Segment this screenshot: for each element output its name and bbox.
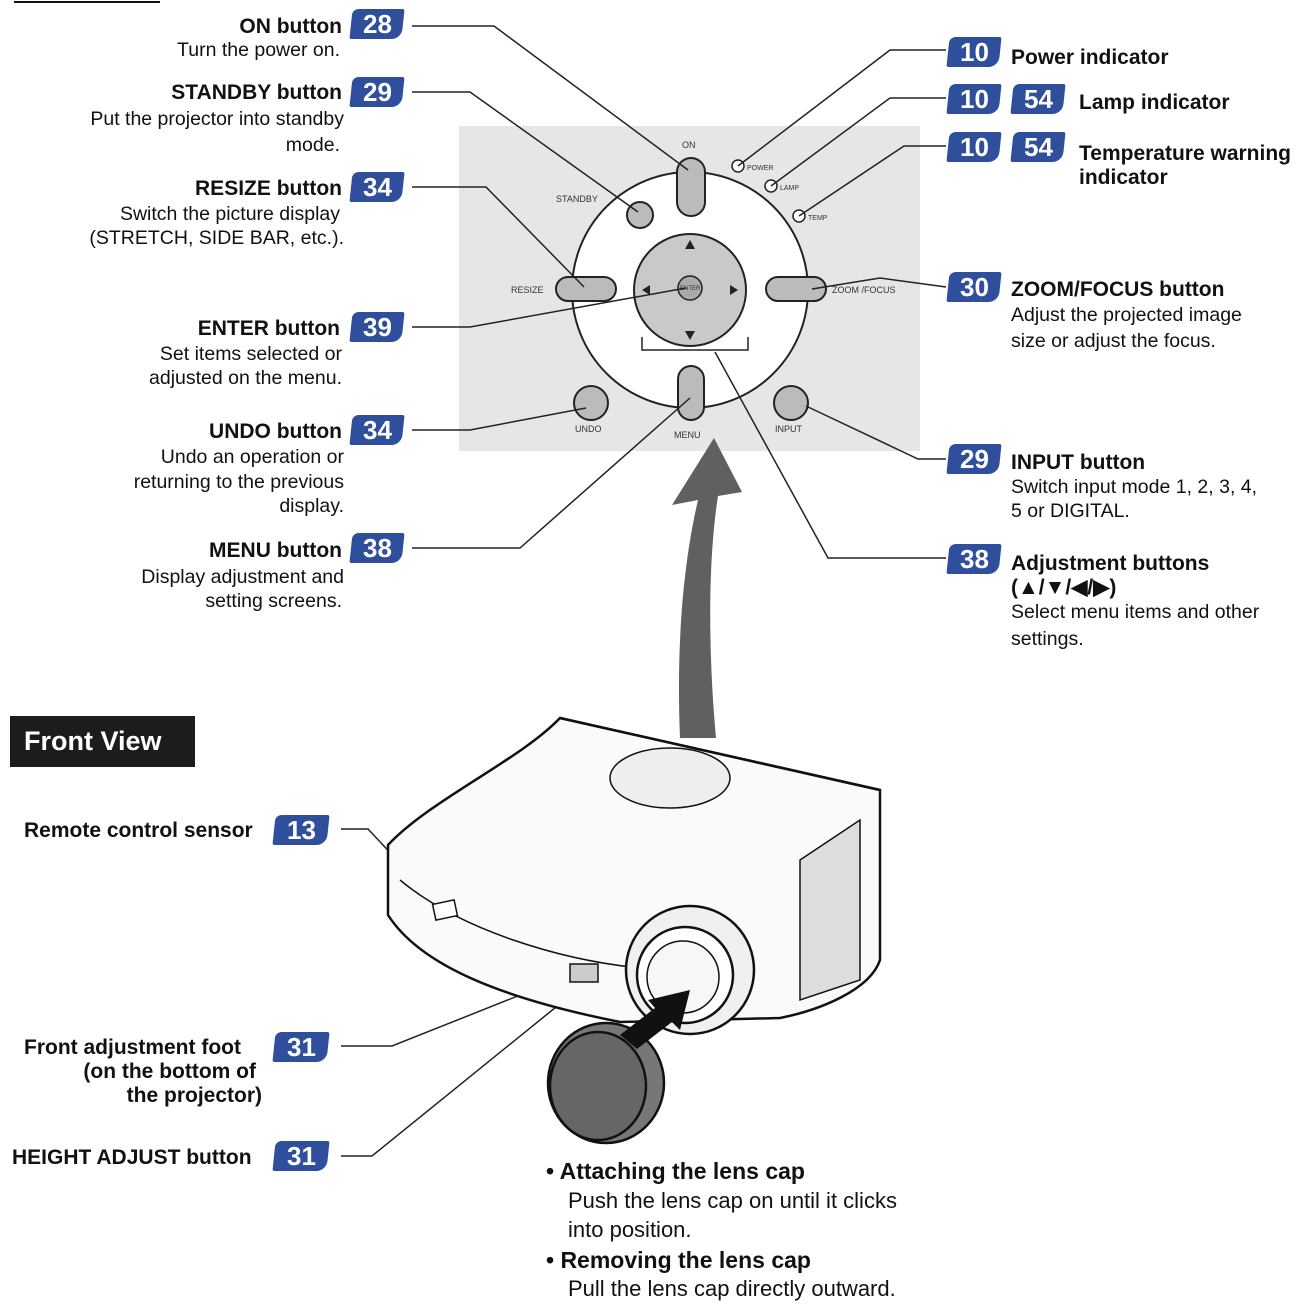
panel-lamp: LAMP [780, 185, 799, 192]
temp-indicator-title-2: indicator [1079, 166, 1168, 189]
standby-key [626, 201, 654, 229]
lens-cap [546, 1021, 666, 1145]
panel-power: POWER [747, 165, 773, 172]
on-title: ON button [239, 15, 342, 38]
remote-sensor [431, 898, 459, 922]
resize-page-badge: 34 [349, 172, 405, 202]
power-page-badge: 10 [946, 37, 1002, 67]
attach-desc-1: Push the lens cap on until it clicks [568, 1188, 897, 1213]
foot-title-3: the projector) [126, 1084, 262, 1107]
undo-title: UNDO button [209, 420, 342, 443]
remove-desc: Pull the lens cap directly outward. [568, 1276, 896, 1301]
adjust-desc-2: settings. [1011, 628, 1084, 650]
zoom-desc-2: size or adjust the focus. [1011, 330, 1216, 352]
lamp-page-badge-2: 54 [1010, 84, 1066, 114]
panel-enter: ENTER [680, 286, 701, 292]
menu-desc-1: Display adjustment and [141, 566, 344, 588]
standby-desc-1: Put the projector into standby [90, 108, 344, 130]
input-key [773, 385, 809, 421]
menu-page-badge: 38 [349, 533, 405, 563]
panel-temp: TEMP [808, 215, 828, 222]
enter-desc-2: adjusted on the menu. [149, 367, 342, 389]
input-title: INPUT button [1011, 451, 1146, 474]
resize-desc-2: (STRETCH, SIDE BAR, etc.). [89, 227, 344, 249]
enter-title: ENTER button [197, 317, 340, 340]
panel-arrow [672, 438, 742, 738]
zoom-desc-1: Adjust the projected image [1011, 304, 1242, 326]
standby-page-badge: 29 [349, 77, 405, 107]
undo-desc-3: display. [279, 495, 344, 517]
undo-key [573, 385, 609, 421]
input-page-badge: 29 [946, 444, 1002, 474]
adjust-title-1: Adjustment buttons [1011, 552, 1210, 575]
enter-key [677, 275, 703, 301]
standby-desc-2: mode. [285, 134, 340, 156]
zoom-page-badge: 30 [946, 272, 1002, 302]
panel-undo: UNDO [575, 424, 602, 434]
menu-title: MENU button [209, 539, 342, 562]
standby-title: STANDBY button [171, 81, 342, 104]
undo-desc-2: returning to the previous [133, 471, 344, 493]
remove-title: • Removing the lens cap [546, 1247, 811, 1273]
height-adjust-key [569, 963, 599, 983]
panel-menu: MENU [674, 430, 701, 440]
height-page-badge: 31 [272, 1141, 330, 1171]
zoom-key [765, 276, 827, 302]
undo-desc-1: Undo an operation or [160, 446, 344, 468]
attach-title: • Attaching the lens cap [546, 1158, 805, 1184]
foot-page-badge: 31 [272, 1032, 330, 1062]
remote-page-badge: 13 [272, 815, 330, 845]
remote-sensor-title: Remote control sensor [24, 819, 253, 842]
menu-key [677, 365, 705, 421]
input-desc-1: Switch input mode 1, 2, 3, 4, [1011, 476, 1258, 498]
lamp-indicator-title: Lamp indicator [1079, 91, 1230, 114]
input-desc-2: 5 or DIGITAL. [1011, 500, 1130, 522]
panel-on: ON [682, 140, 696, 150]
resize-desc-1: Switch the picture display [119, 203, 340, 225]
temp-indicator-title-1: Temperature warning [1079, 142, 1291, 165]
temp-page-badge: 10 [946, 132, 1002, 162]
panel-input: INPUT [775, 424, 803, 434]
attach-desc-2: into position. [568, 1217, 692, 1242]
adjust-page-badge: 38 [946, 544, 1002, 574]
height-adjust-title: HEIGHT ADJUST button [12, 1146, 252, 1169]
adjust-desc-1: Select menu items and other [1011, 601, 1260, 623]
leader-lines [341, 25, 947, 1157]
on-key [676, 157, 706, 217]
foot-title-2: (on the bottom of [83, 1060, 256, 1083]
front-view-heading: Front View [10, 716, 195, 767]
undo-page-badge: 34 [349, 415, 405, 445]
panel-standby: STANDBY [556, 194, 598, 204]
lamp-page-badge: 10 [946, 84, 1002, 114]
power-indicator-title: Power indicator [1011, 46, 1169, 69]
resize-title: RESIZE button [195, 177, 342, 200]
projector-illustration [386, 716, 882, 1036]
panel-resize: RESIZE [511, 285, 544, 295]
push-arrow [620, 990, 690, 1049]
temp-page-badge-2: 54 [1010, 132, 1066, 162]
foot-title-1: Front adjustment foot [24, 1036, 241, 1059]
on-page-badge: 28 [349, 9, 405, 39]
resize-key [555, 276, 617, 302]
panel-zoom: ZOOM /FOCUS [832, 285, 896, 295]
on-desc: Turn the power on. [177, 39, 340, 61]
enter-desc-1: Set items selected or [159, 343, 342, 365]
enter-page-badge: 39 [349, 312, 405, 342]
zoom-title: ZOOM/FOCUS button [1011, 278, 1225, 301]
menu-desc-2: setting screens. [205, 590, 342, 612]
adjust-title-2: (▲/▼/◀/▶) [1011, 576, 1117, 599]
